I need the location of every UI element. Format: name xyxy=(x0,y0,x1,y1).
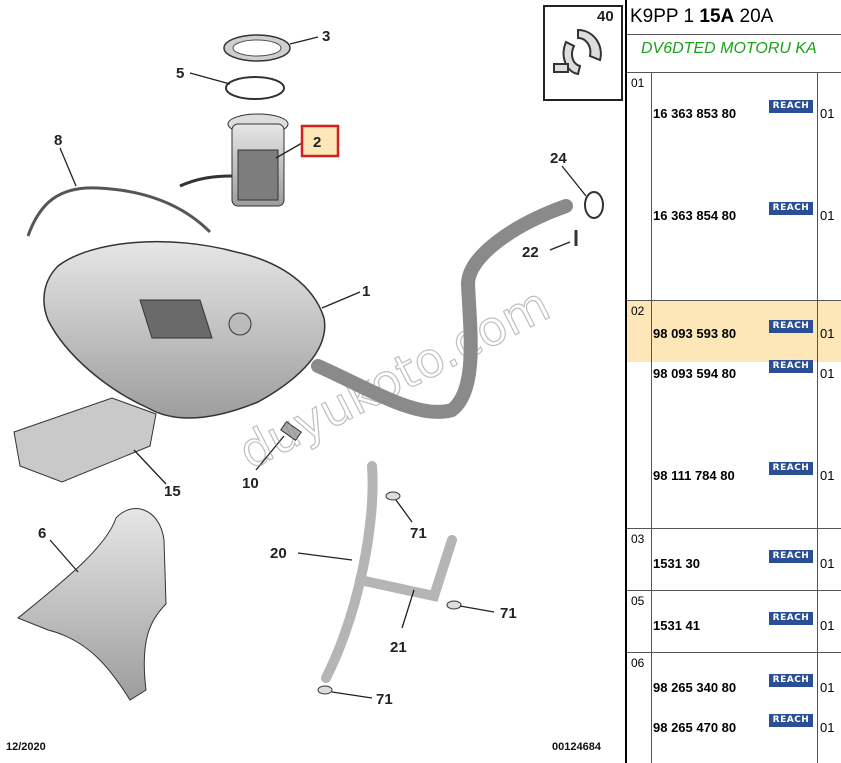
part-quantity: 01 xyxy=(820,556,835,571)
parts-group-05[interactable]: 05 1531 41 REACH 01 xyxy=(627,590,841,652)
divider xyxy=(627,34,841,35)
callout-22: 22 xyxy=(522,244,539,261)
lock-ring-part[interactable] xyxy=(223,34,291,62)
part-quantity: 01 xyxy=(820,618,835,633)
group-divider xyxy=(627,652,841,653)
callout-24: 24 xyxy=(550,150,567,167)
group-number: 03 xyxy=(631,532,645,546)
part-number[interactable]: 98 093 593 80 xyxy=(653,326,737,341)
header-code: K9PP 1 xyxy=(630,6,695,27)
part-number[interactable]: 16 363 854 80 xyxy=(653,208,737,223)
reach-badge[interactable]: REACH xyxy=(769,612,813,625)
neck-seal-part[interactable] xyxy=(584,191,604,219)
clamp-part[interactable] xyxy=(553,28,602,76)
header-code-bold: 15A xyxy=(699,6,735,27)
panel-header: K9PP 1 15A 20A xyxy=(627,0,841,34)
callout-15: 15 xyxy=(164,483,181,500)
reach-badge[interactable]: REACH xyxy=(769,360,813,373)
part-quantity: 01 xyxy=(820,720,835,735)
part-quantity: 01 xyxy=(820,468,835,483)
callout-6: 6 xyxy=(38,525,46,542)
header-code-tail: 20A xyxy=(739,6,774,27)
washer-part[interactable] xyxy=(385,491,401,501)
group-divider xyxy=(627,590,841,591)
wire-harness-part[interactable] xyxy=(26,186,212,237)
group-number: 02 xyxy=(631,304,645,318)
callout-21: 21 xyxy=(390,639,407,656)
parts-group-02[interactable]: 02 98 093 593 80 REACH 01 98 093 594 80 REACH… xyxy=(627,300,841,483)
seal-ring-part[interactable] xyxy=(225,76,285,100)
group-number: 01 xyxy=(631,76,645,90)
part-number[interactable]: 98 265 340 80 xyxy=(653,680,737,695)
group-number: 06 xyxy=(631,656,645,670)
inset-box xyxy=(543,5,623,101)
divider xyxy=(627,72,841,73)
highlight-box xyxy=(300,124,340,158)
part-number[interactable]: 16 363 853 80 xyxy=(653,106,737,121)
callout-71a: 71 xyxy=(410,525,427,542)
part-quantity: 01 xyxy=(820,208,835,223)
engine-subtitle: DV6DTED MOTORU KA xyxy=(641,40,817,57)
part-quantity: 01 xyxy=(820,326,835,341)
part-quantity: 01 xyxy=(820,106,835,121)
part-quantity: 01 xyxy=(820,366,835,381)
filler-neck-part[interactable] xyxy=(311,199,573,419)
part-number[interactable]: 1531 41 xyxy=(653,618,700,633)
reach-badge[interactable]: REACH xyxy=(769,202,813,215)
parts-group-06[interactable]: 06 98 265 340 80 REACH 01 98 265 470 80 REACH… xyxy=(627,652,841,763)
heat-shield-part[interactable] xyxy=(17,508,167,701)
leader-lines xyxy=(49,36,587,699)
group-number: 05 xyxy=(631,594,645,608)
fuel-pump-module-part[interactable] xyxy=(179,113,289,207)
part-quantity: 01 xyxy=(820,680,835,695)
reach-badge[interactable]: REACH xyxy=(769,674,813,687)
callout-8: 8 xyxy=(54,132,62,149)
part-number[interactable]: 98 265 470 80 xyxy=(653,720,737,735)
reach-badge[interactable]: REACH xyxy=(769,550,813,563)
callout-1: 1 xyxy=(362,283,370,300)
strap-part[interactable] xyxy=(321,461,378,683)
parts-group-03[interactable]: 03 1531 30 REACH 01 xyxy=(627,528,841,590)
footer-ref: 00124684 xyxy=(552,741,602,753)
group-divider xyxy=(627,528,841,529)
reach-badge[interactable]: REACH xyxy=(769,462,813,475)
callout-3: 3 xyxy=(322,28,330,45)
part-number[interactable]: 1531 30 xyxy=(653,556,700,571)
parts-list-panel: K9PP 1 15A 20A DV6DTED MOTORU KA 01 16 36… xyxy=(625,0,841,763)
strap-part-2[interactable] xyxy=(355,535,457,602)
callout-71c: 71 xyxy=(376,691,393,708)
reach-badge[interactable]: REACH xyxy=(769,320,813,333)
footer-date: 12/2020 xyxy=(6,741,46,753)
reach-badge[interactable]: REACH xyxy=(769,714,813,727)
part-number[interactable]: 98 111 784 80 xyxy=(653,468,735,483)
parts-group-01[interactable]: 01 16 363 853 80 REACH 01 16 363 854 80 REACH… xyxy=(627,72,841,300)
washer-part[interactable] xyxy=(446,600,462,610)
callout-10: 10 xyxy=(242,475,259,492)
tank-bracket-part[interactable] xyxy=(13,397,157,483)
callout-5: 5 xyxy=(176,65,184,82)
group-divider xyxy=(627,300,841,301)
callout-20: 20 xyxy=(270,545,287,562)
callout-71b: 71 xyxy=(500,605,517,622)
fuel-tank-part[interactable] xyxy=(43,240,326,419)
callout-2[interactable]: 2 xyxy=(313,134,321,151)
part-number[interactable]: 98 093 594 80 xyxy=(653,366,737,381)
reach-badge[interactable]: REACH xyxy=(769,100,813,113)
column-divider xyxy=(651,72,652,763)
exploded-parts-diagram: 1 2 3 5 6 8 10 15 20 21 22 24 71 71 71 4… xyxy=(6,5,623,753)
washer-part[interactable] xyxy=(317,685,333,695)
clip-part[interactable] xyxy=(280,421,302,441)
column-divider xyxy=(817,72,818,763)
callout-40: 40 xyxy=(597,8,614,25)
